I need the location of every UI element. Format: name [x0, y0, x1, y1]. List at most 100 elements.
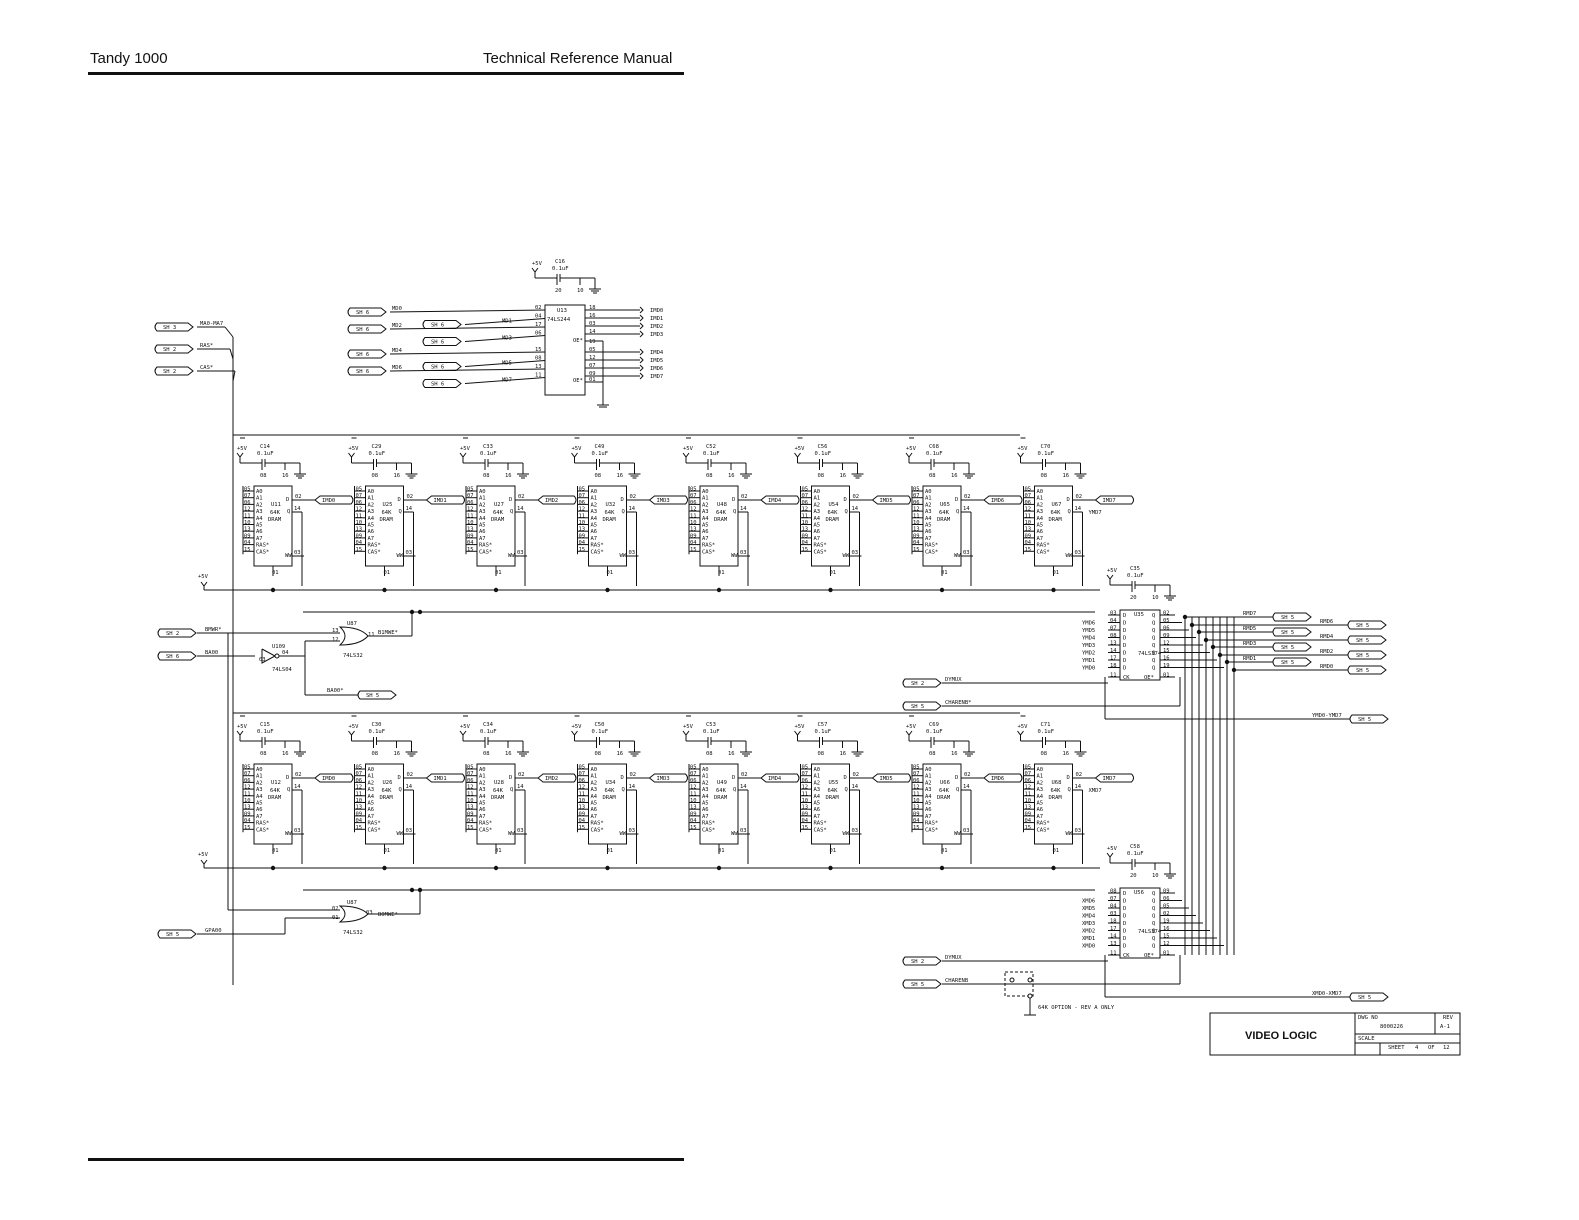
chip-type: 64K — [382, 788, 393, 794]
chip-ref: U34 — [606, 780, 617, 786]
rev: A-1 — [1440, 1024, 1450, 1030]
pin-name: A3 — [814, 509, 821, 515]
pin-name: Q — [956, 509, 959, 515]
pin-number: 03 — [259, 657, 266, 663]
chip-ref: U25 — [383, 502, 393, 508]
pin-number: 01 — [272, 848, 279, 854]
pin-name: A7 — [479, 536, 486, 542]
scale-label: SCALE — [1358, 1036, 1375, 1042]
pin-number: 06 — [579, 500, 586, 506]
data-connector — [760, 773, 800, 783]
net-label: MD5 — [502, 361, 512, 367]
pin-number: 20 — [1130, 873, 1137, 879]
pin-name: A2 — [925, 780, 932, 786]
capacitor-ref: C15 — [260, 722, 270, 728]
pin-number: 09 — [802, 811, 809, 817]
output-arrow — [639, 330, 644, 338]
pin-number: 15 — [467, 825, 474, 831]
pin-number: 06 — [579, 778, 586, 784]
pin-number: 03 — [852, 828, 859, 834]
power-symbol — [459, 452, 467, 458]
pin-name: A6 — [702, 529, 709, 535]
pin-number: 02 — [407, 494, 414, 500]
junction-dot — [716, 865, 722, 871]
pin-number: 04 — [690, 818, 697, 824]
power-symbol — [531, 267, 539, 273]
pin-name: A6 — [814, 807, 821, 813]
pin-number: 02 — [1163, 611, 1170, 617]
pin-number: 10 — [690, 520, 697, 526]
pin-number: 04 — [282, 650, 289, 656]
chip-ref: U87 — [347, 621, 357, 627]
chip-type: DRAM — [491, 795, 505, 801]
pin-number: 13 — [579, 527, 586, 533]
pin-name: RAS* — [256, 543, 269, 549]
pin-number: 15 — [913, 825, 920, 831]
pin-number: 11 — [690, 791, 697, 797]
pin-number: 07 — [1025, 771, 1032, 777]
pin-number: 05 — [356, 765, 363, 771]
pin-number: 04 — [244, 540, 251, 546]
pin-number: 04 — [467, 540, 474, 546]
pin-number: 12 — [690, 507, 697, 513]
pin-name: D — [732, 775, 735, 781]
pin-number: 05 — [356, 487, 363, 493]
pin-name: A3 — [368, 509, 375, 515]
sheet-connector — [422, 337, 462, 346]
pin-number: 20 — [555, 288, 562, 294]
pin-name: D — [621, 775, 624, 781]
data-connector — [983, 773, 1023, 783]
capacitor-value: 0.1uF — [480, 451, 497, 457]
sheet-connector-label: SH 6 — [356, 352, 369, 358]
chip-type: 64K — [828, 510, 839, 516]
net-label: IMD6 — [650, 366, 663, 372]
sheet-number: 4 — [1415, 1045, 1419, 1051]
junction-dot — [605, 865, 610, 871]
pin-name: Q — [287, 509, 290, 515]
pin-name: WW — [508, 553, 515, 559]
pin-name: D — [844, 497, 847, 503]
net-label: MD0 — [392, 306, 402, 312]
output-arrow — [639, 314, 644, 322]
sheet-connector-label: SH 6 — [356, 327, 369, 333]
pin-name: RAS* — [368, 821, 381, 827]
junction-dot — [828, 865, 833, 871]
pin-number: 07 — [802, 771, 809, 777]
net-label: IMD1 — [434, 776, 447, 782]
pin-name: D — [1123, 914, 1126, 920]
pin-number: 17 — [1110, 656, 1117, 662]
pin-name: A5 — [814, 801, 821, 807]
rev-label: REV — [1443, 1015, 1454, 1021]
pin-name: A5 — [1037, 801, 1044, 807]
dram-chip-u12 — [253, 763, 293, 845]
pin-name: A0 — [702, 767, 709, 773]
pin-number: 09 — [244, 811, 251, 817]
pin-number: 14 — [852, 506, 859, 512]
pin-name: Q — [1068, 509, 1071, 515]
pin-number: 04 — [913, 540, 920, 546]
pin-name: CAS* — [702, 549, 715, 555]
sheet-connector — [902, 956, 942, 966]
pin-number: 12 — [802, 785, 809, 791]
pin-number: 12 — [356, 507, 363, 513]
pin-name: CAS* — [814, 549, 827, 555]
pin-number: 12 — [802, 507, 809, 513]
pin-number: 13 — [1110, 941, 1117, 947]
net-label: RMD2 — [1320, 649, 1333, 655]
pin-number: 16 — [1063, 751, 1070, 757]
data-connector — [1094, 773, 1134, 783]
pin-number: 16 — [840, 473, 847, 479]
pin-name: Q — [1152, 621, 1155, 627]
pin-number: 20 — [1130, 595, 1137, 601]
net-label: DYMUX — [945, 677, 962, 683]
net-label: XMD1 — [1082, 936, 1095, 942]
sheet-connector-label: SH 5 — [1281, 630, 1294, 636]
pin-number: 01 — [607, 848, 614, 854]
pin-name: A1 — [1037, 774, 1044, 780]
pin-name: RAS* — [479, 821, 492, 827]
pin-number: 19 — [1163, 663, 1170, 669]
pin-number: 08 — [1041, 751, 1048, 757]
pin-name: A3 — [256, 787, 263, 793]
output-arrow — [639, 372, 644, 380]
